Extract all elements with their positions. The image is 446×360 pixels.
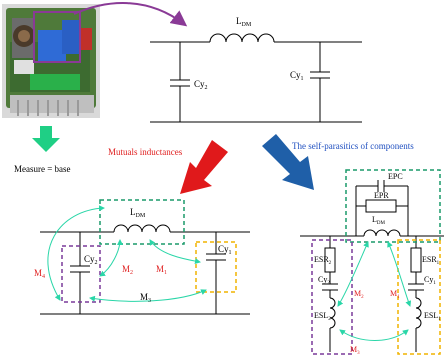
bl-mutual-arrows: [47, 205, 207, 302]
measure-caption: Measure = base: [14, 164, 71, 174]
ldm-group-box: [99, 199, 185, 245]
green-down-arrow: [32, 126, 60, 152]
br-m1-label: M1: [390, 289, 400, 300]
top-cap-left-label: Cy2: [194, 79, 208, 91]
red-big-arrow: [180, 140, 228, 194]
bl-cap-right-label: Cy1: [218, 244, 232, 256]
epc-label: EPC: [388, 172, 403, 181]
self-parasitics-caption: The self-parasitics of components: [292, 141, 414, 151]
cy1-group-box: [195, 241, 237, 293]
top-cap-right-label: Cy1: [290, 70, 304, 82]
esl1-label: ESL1: [424, 311, 441, 322]
top-circuit: [150, 33, 362, 123]
bl-m2-label: M2: [122, 264, 133, 276]
br-cy2-label: Cy2: [318, 275, 330, 286]
bl-inductor-label: LDM: [130, 207, 146, 219]
br-m2-label: M2: [354, 289, 364, 300]
br-cy1-label: Cy1: [424, 275, 436, 286]
bl-m3-label: M3: [140, 292, 151, 304]
br-m3-label: M3: [350, 345, 360, 356]
epr-label: EPR: [374, 191, 389, 200]
bl-cap-left-label: Cy2: [84, 254, 98, 266]
bl-m1-label: M1: [156, 264, 167, 276]
filter-board-photo: [2, 4, 100, 118]
top-inductor-label: LDM: [236, 16, 252, 28]
blue-big-arrow: [262, 134, 314, 190]
br-inductor-label: LDM: [372, 215, 386, 226]
br-mutual-arrows: [337, 241, 412, 341]
photo-to-circuit-arrow: [73, 2, 188, 27]
esl2-label: ESL2: [314, 311, 331, 322]
bl-m4-label: M4: [34, 268, 45, 280]
mutuals-caption: Mutuals inductances: [108, 147, 183, 157]
bottom-right-circuit: [300, 180, 444, 352]
esr2-label: ESR2: [314, 255, 332, 266]
esr1-label: ESR1: [422, 255, 440, 266]
